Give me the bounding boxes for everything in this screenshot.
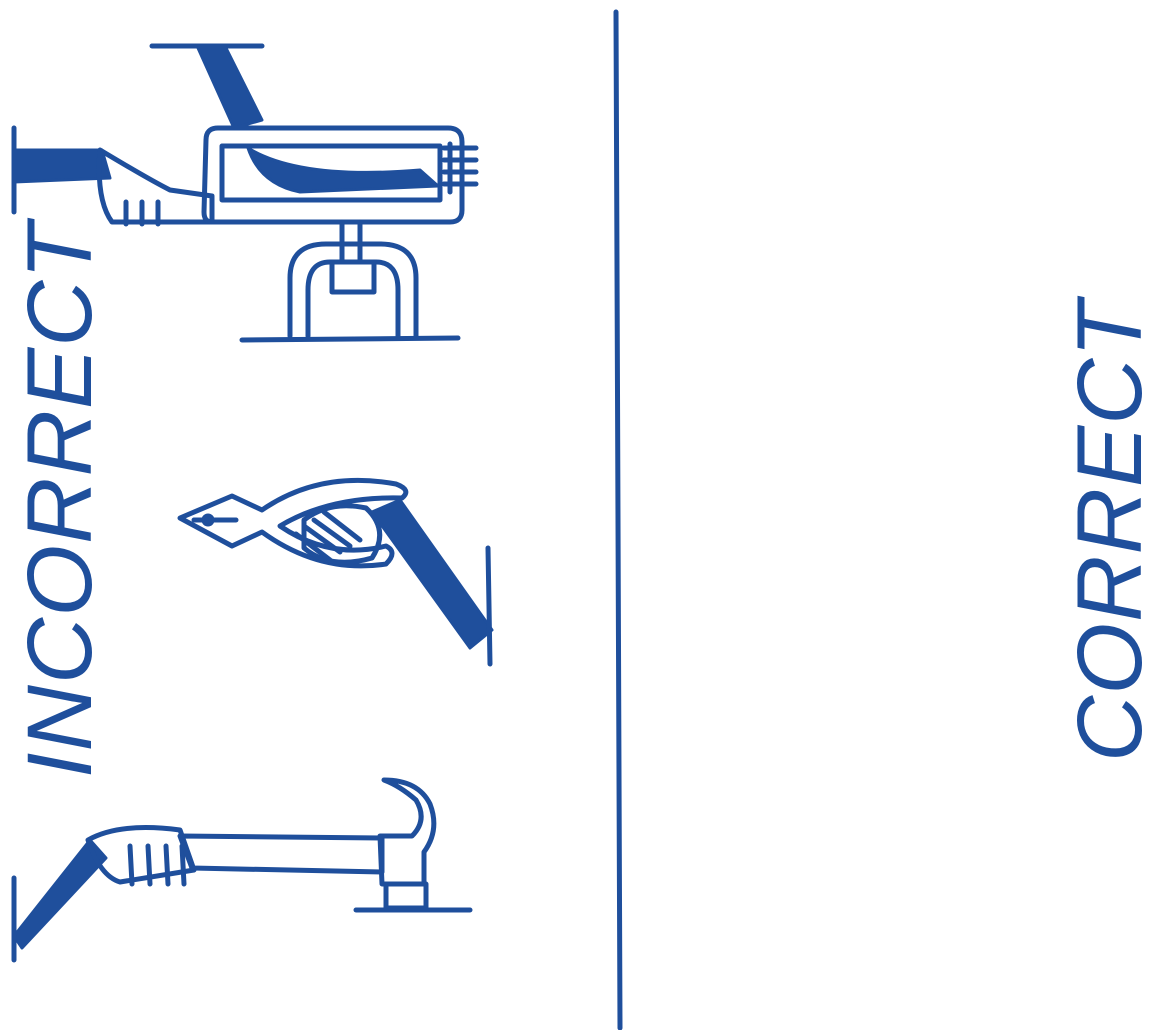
hand-outline bbox=[85, 825, 197, 885]
clamp-pad bbox=[329, 259, 377, 295]
incorrect-clamp-illustration bbox=[11, 43, 479, 343]
arm-shape bbox=[370, 498, 494, 650]
finger-lines bbox=[123, 199, 161, 227]
arm-shape bbox=[196, 46, 264, 130]
finger-lines bbox=[127, 843, 187, 887]
wall-line bbox=[485, 545, 493, 667]
hand-outline bbox=[96, 147, 215, 225]
incorrect-pliers-illustration bbox=[177, 477, 494, 667]
pliers-pivot bbox=[201, 513, 215, 527]
clamp-inner-frame bbox=[219, 143, 443, 203]
center-divider bbox=[613, 9, 623, 1030]
hammer-handle bbox=[177, 833, 385, 875]
incorrect-hammer-illustration bbox=[11, 777, 473, 963]
hammer-icon bbox=[377, 777, 437, 887]
c-clamp-icon bbox=[201, 125, 465, 225]
pliers-icon bbox=[177, 477, 409, 569]
hammer-face bbox=[383, 881, 429, 911]
forearm-shape bbox=[12, 148, 112, 184]
clamp-thread-lines bbox=[441, 141, 479, 195]
incorrect-panel bbox=[11, 43, 494, 963]
clamp-jaw-shape bbox=[246, 146, 440, 194]
correct-label: CORRECT bbox=[1059, 300, 1151, 762]
bench-line bbox=[239, 335, 461, 343]
incorrect-label: INCORRECT bbox=[9, 222, 111, 778]
finger-lines bbox=[293, 509, 363, 563]
arm-shape bbox=[12, 838, 108, 950]
clamp-base-arch bbox=[287, 241, 419, 339]
